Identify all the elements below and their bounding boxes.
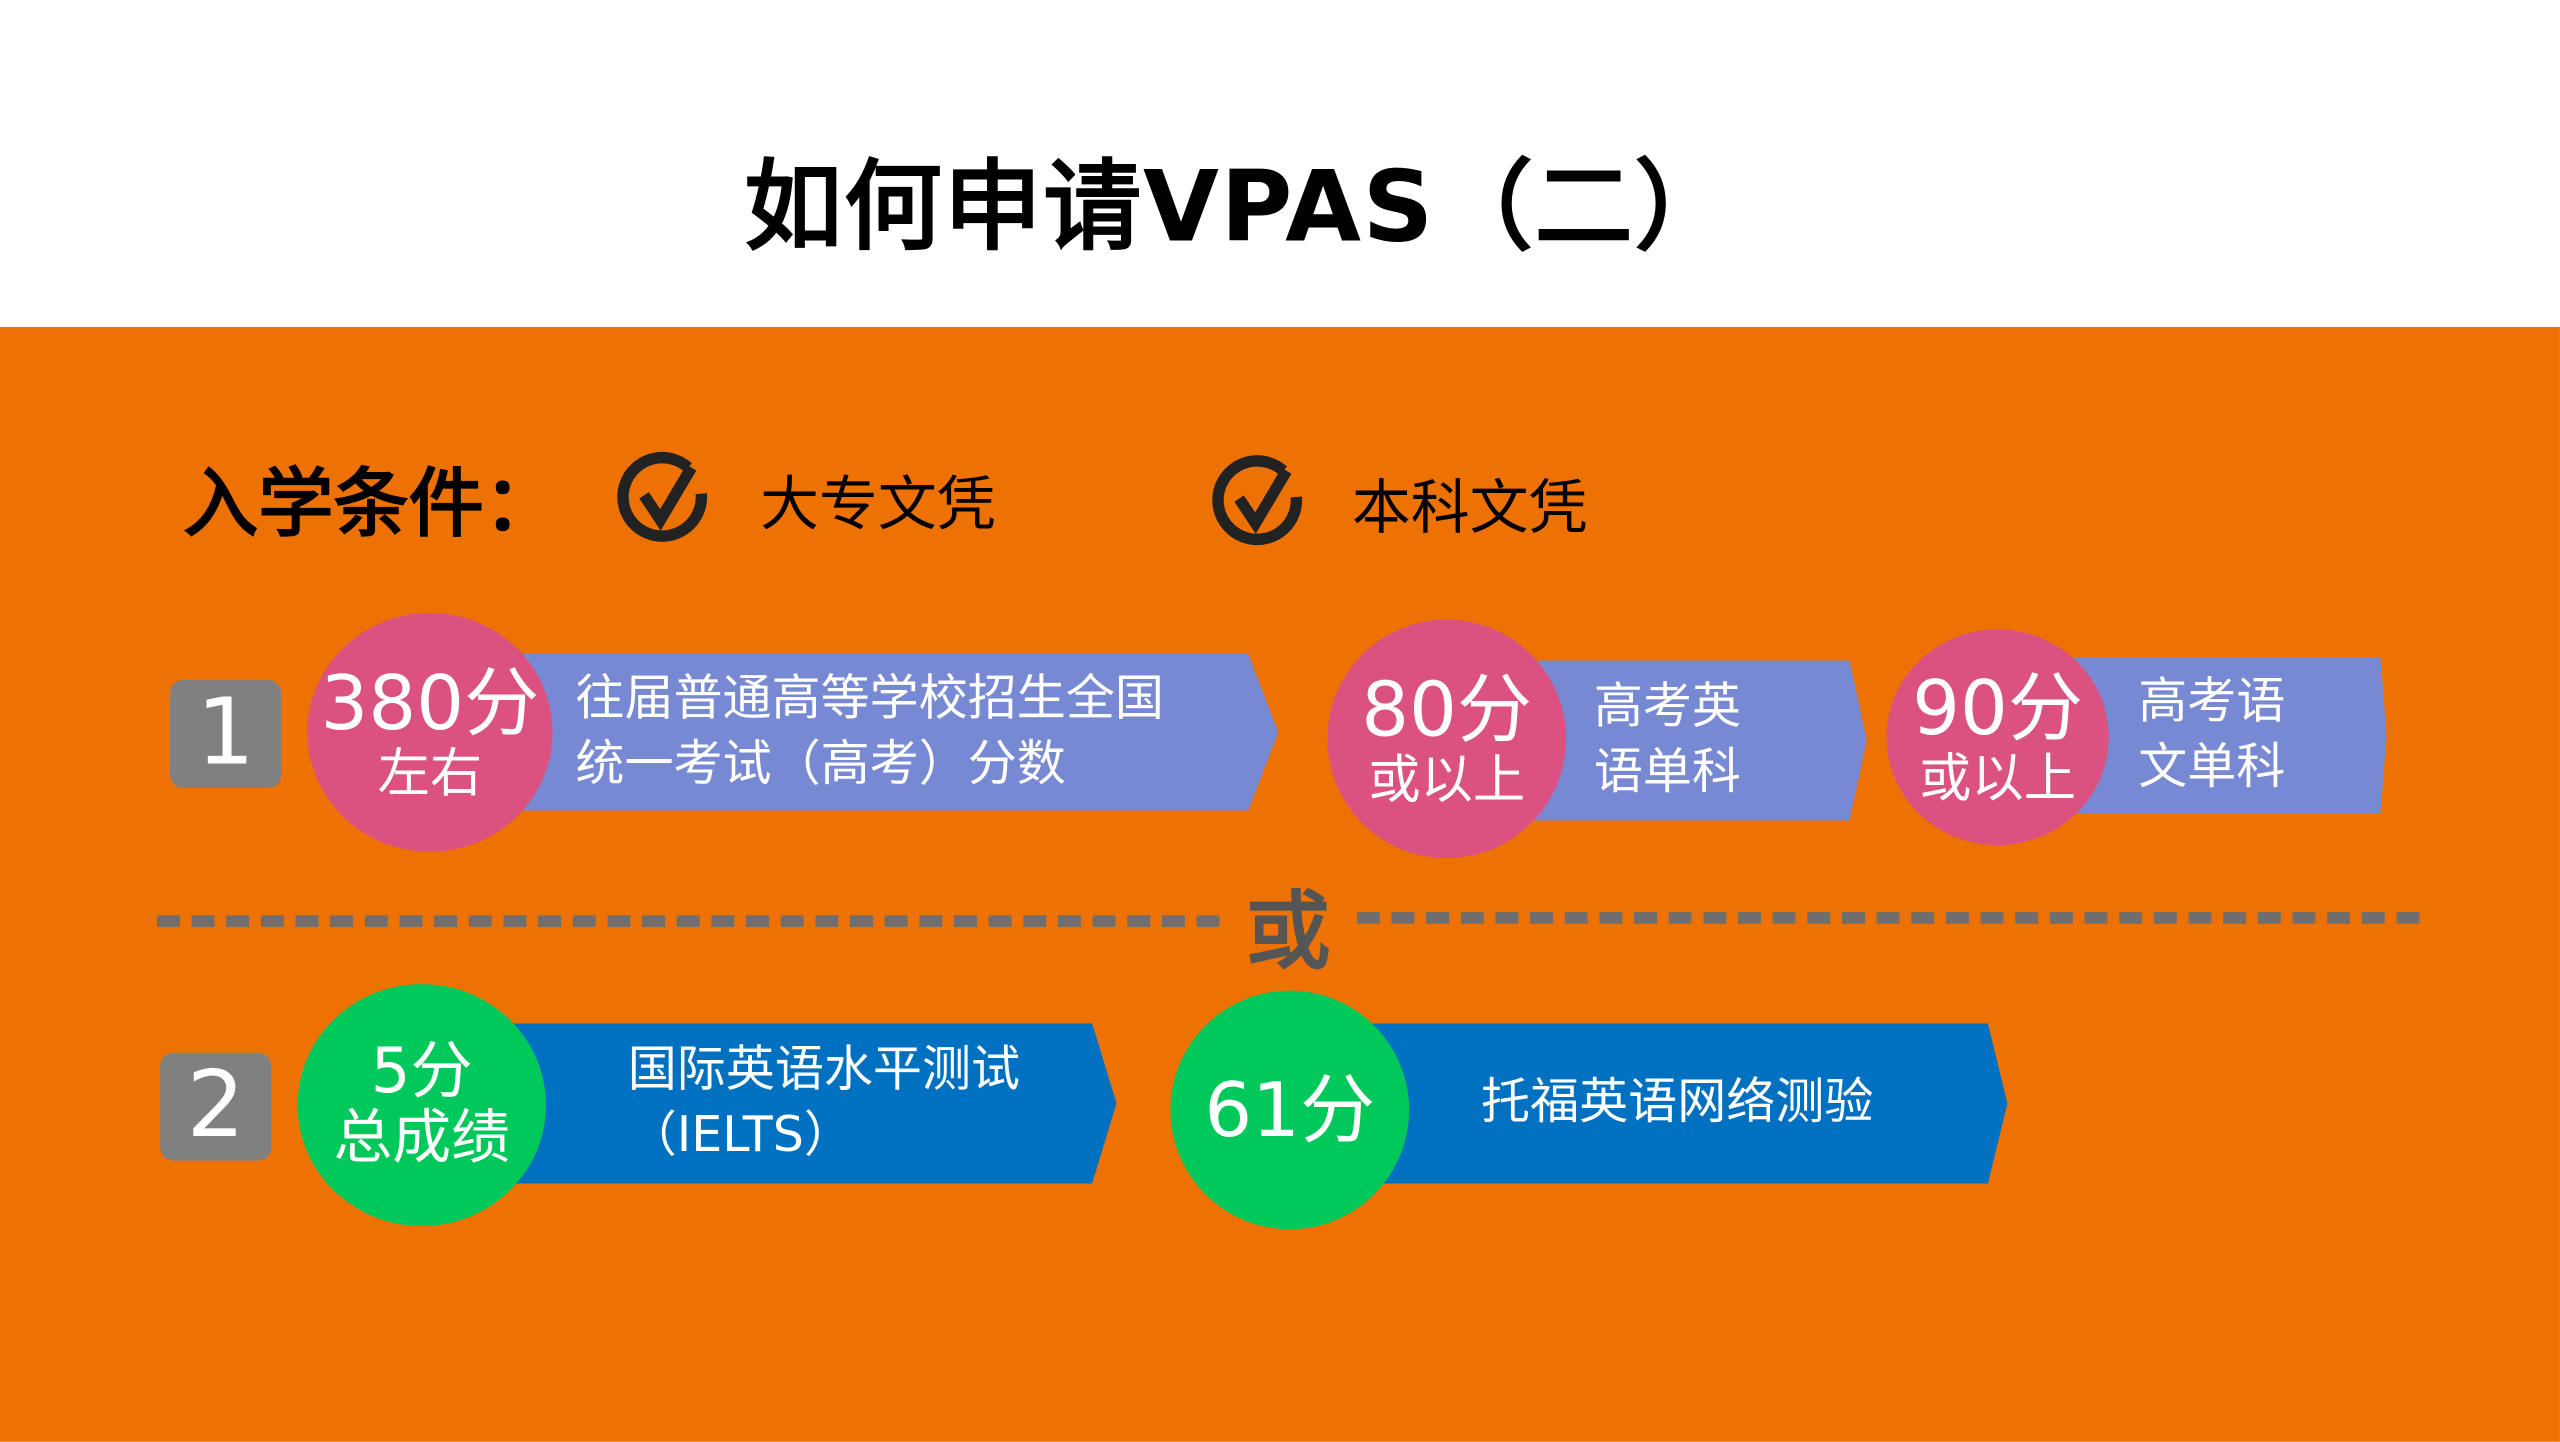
ribbon-text: 高考语 [2138, 673, 2286, 731]
ribbon-text: 统一考试（高考）分数 [575, 735, 1066, 793]
dashed-divider [1356, 912, 2420, 924]
requirement-ribbon: 托福英语网络测验 [1356, 1023, 2008, 1184]
conditions-label: 入学条件： [183, 459, 560, 548]
condition-option: 本科文凭 [1351, 475, 1588, 543]
score-value: 61分 [1204, 1065, 1376, 1154]
check-circle-icon [617, 452, 708, 542]
requirement-ribbon: 国际英语水平测试 （IELTS） [506, 1023, 1117, 1184]
check-circle-icon [1212, 455, 1303, 546]
row-number: 2 [160, 1052, 272, 1161]
score-value: 90分 [1912, 663, 2084, 753]
ribbon-text: （IELTS） [627, 1106, 853, 1164]
ribbon-text: 高考英 [1593, 678, 1741, 736]
score-circle: 90分 或以上 [1886, 629, 2109, 846]
ribbon-text: 往届普通高等学校招生全国 [575, 670, 1164, 728]
requirement-ribbon: 高考英 语单科 [1520, 660, 1867, 821]
condition-option: 大专文凭 [760, 472, 996, 540]
orange-panel [0, 326, 2560, 1442]
ribbon-text: 文单科 [2138, 738, 2286, 797]
score-sub: 总成绩 [333, 1105, 511, 1173]
requirement-ribbon: 往届普通高等学校招生全国 统一考试（高考）分数 [523, 653, 1279, 811]
score-circle: 61分 [1170, 990, 1410, 1230]
score-sub: 或以上 [1368, 748, 1526, 811]
score-value: 380分 [320, 658, 540, 748]
score-sub: 或以上 [1919, 746, 2077, 809]
score-sub: 左右 [377, 741, 483, 804]
ribbon-text: 托福英语网络测验 [1481, 1073, 1874, 1132]
or-separator: 或 [1245, 884, 1331, 983]
score-circle: 5分 总成绩 [297, 984, 546, 1227]
score-circle: 80分 或以上 [1327, 619, 1567, 859]
score-value: 80分 [1361, 665, 1533, 754]
score-circle: 380分 左右 [307, 613, 553, 852]
dashed-divider [156, 915, 1220, 927]
requirement-ribbon: 高考语 文单科 [2072, 657, 2387, 815]
score-value: 5分 [370, 1035, 473, 1108]
page-title: 如何申请VPAS（二） [744, 150, 1735, 265]
row-number: 1 [170, 680, 282, 788]
ribbon-text: 国际英语水平测试 [627, 1041, 1021, 1099]
ribbon-text: 语单科 [1593, 743, 1741, 802]
